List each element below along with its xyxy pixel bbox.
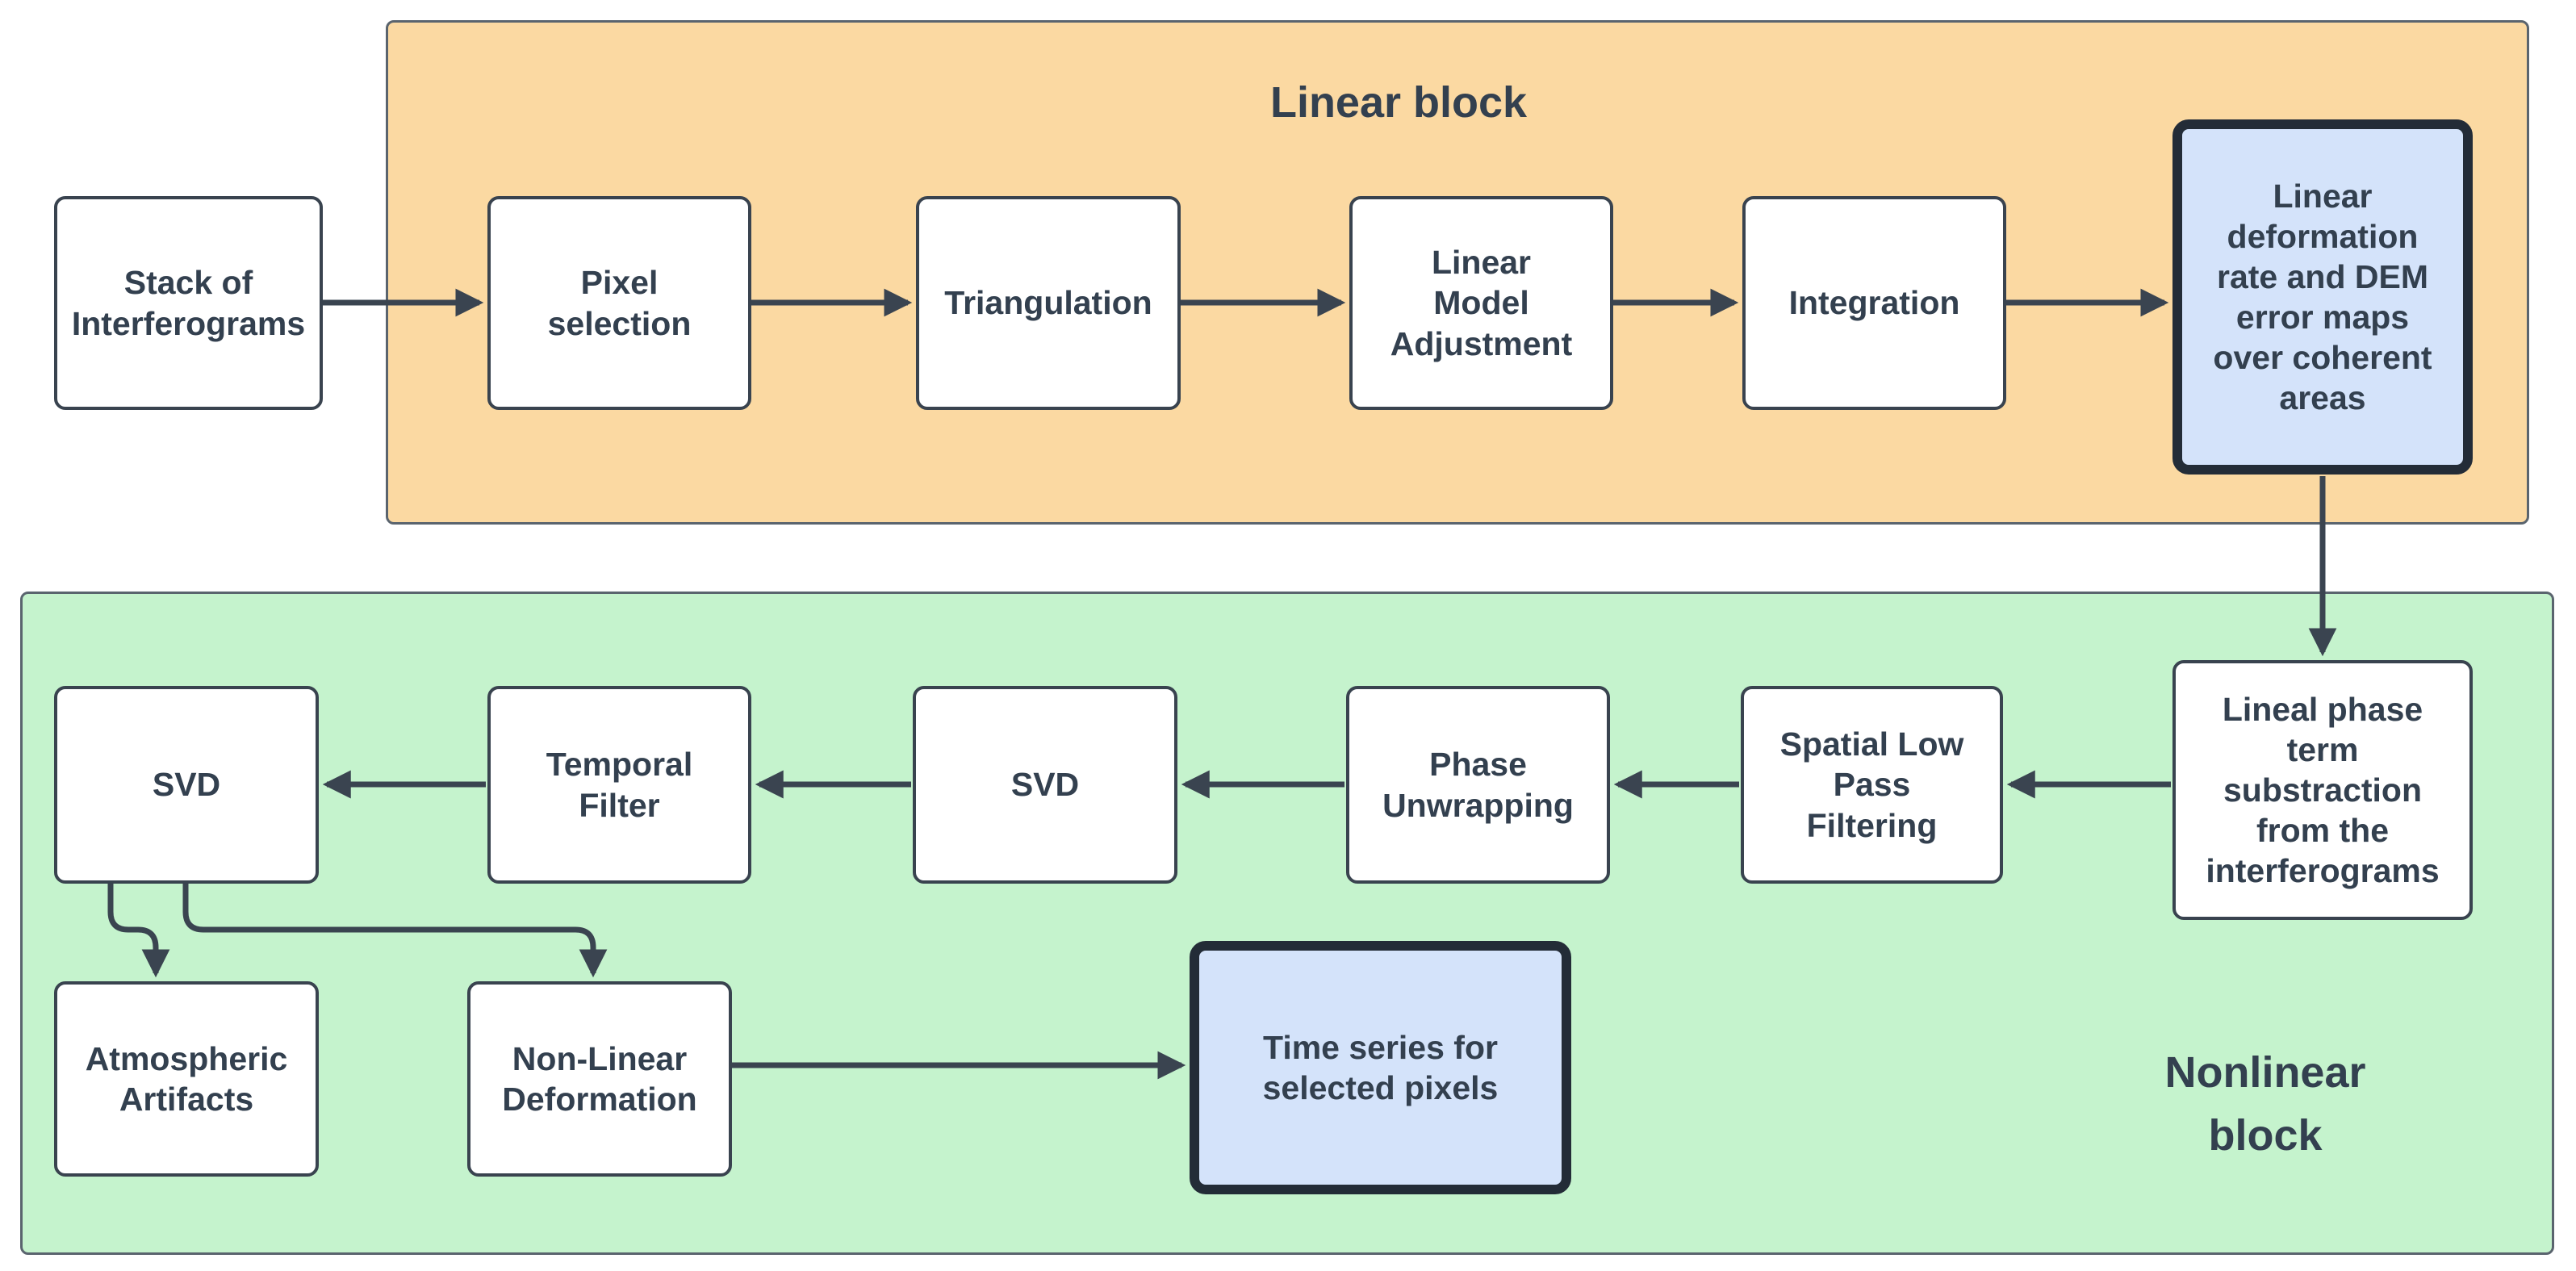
node-time-series-for-selected-pixels: Time series for selected pixels: [1190, 941, 1571, 1194]
nonlinear-block-title: Nonlinear block: [2164, 1048, 2366, 1160]
node-atmospheric-artifacts: Atmospheric Artifacts: [54, 981, 319, 1177]
node-spatial-low-pass-filtering: Spatial Low Pass Filtering: [1741, 686, 2003, 884]
node-triangulation: Triangulation: [916, 196, 1181, 410]
node-svd-second: SVD: [54, 686, 319, 884]
node-non-linear-deformation: Non-Linear Deformation: [467, 981, 732, 1177]
node-svd: SVD: [913, 686, 1177, 884]
node-pixel-selection: Pixel selection: [487, 196, 751, 410]
arrow-svd-to-atmospheric-artifacts: [107, 884, 170, 978]
arrow-svd-to-nonlinear-deformation: [182, 884, 608, 978]
node-phase-unwrapping: Phase Unwrapping: [1346, 686, 1610, 884]
node-lineal-phase-term-substraction: Lineal phase term substraction from the …: [2172, 660, 2473, 920]
node-temporal-filter: Temporal Filter: [487, 686, 751, 884]
node-linear-model-adjustment: Linear Model Adjustment: [1349, 196, 1613, 410]
node-linear-deformation-rate-output: Linear deformation rate and DEM error ma…: [2172, 119, 2473, 475]
node-integration: Integration: [1742, 196, 2006, 410]
linear-block-title: Linear block: [1269, 78, 1528, 127]
node-stack-of-interferograms: Stack of Interferograms: [54, 196, 323, 410]
